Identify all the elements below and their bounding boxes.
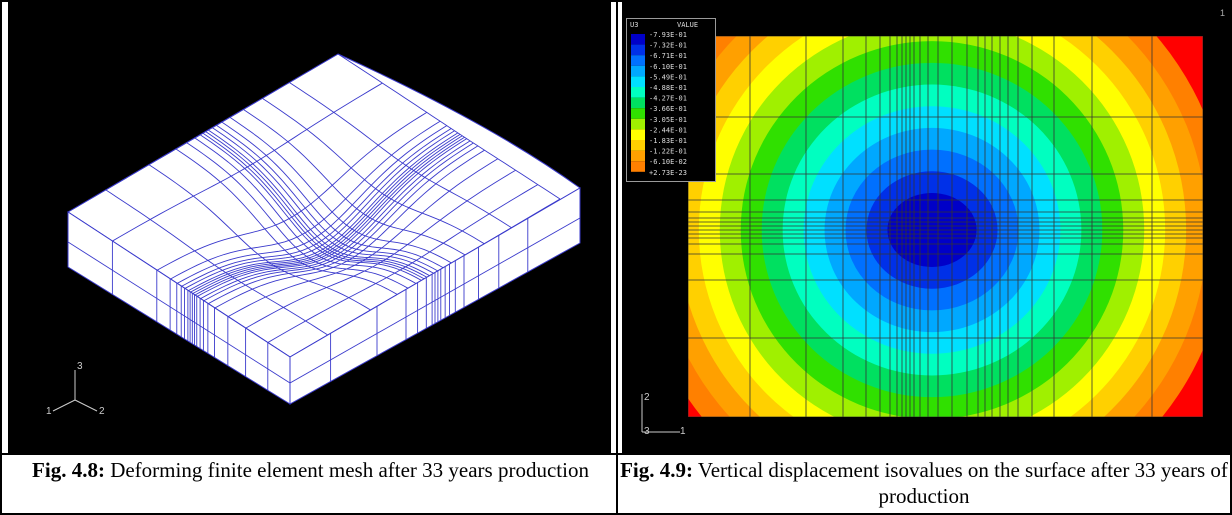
legend-value: -4.27E-01 <box>649 95 687 103</box>
contour-svg: 1 2 1 3 <box>641 8 1225 437</box>
legend-swatch <box>631 108 645 119</box>
legend-value: -6.71E-01 <box>649 52 687 60</box>
axis-label-3-right: 3 <box>644 426 650 437</box>
legend-header: VALUE <box>677 21 698 29</box>
legend-value: -1.22E-01 <box>649 148 687 156</box>
table-border-left <box>0 0 2 515</box>
legend-swatch <box>631 97 645 109</box>
caption-fig-4-9: Fig. 4.9: Vertical displacement isovalue… <box>620 457 1228 513</box>
contour-legend: U3 VALUE -7.93E-01 -7.32E-01 -6.71E-01 -6.1… <box>626 18 716 182</box>
legend-svg: U3 VALUE -7.93E-01 -7.32E-01 -6.71E-01 -6.1… <box>630 21 698 177</box>
mesh-top-surface <box>67 53 581 358</box>
axis-label-2-right: 2 <box>644 392 650 403</box>
legend-value: -3.05E-01 <box>649 116 687 124</box>
legend-swatch <box>631 129 645 140</box>
caption-text: Deforming finite element mesh after 33 y… <box>104 458 589 482</box>
legend-value: -6.10E-02 <box>649 158 687 166</box>
caption-text: Vertical displacement isovalues on the s… <box>693 458 1228 508</box>
axis-triad <box>52 370 98 412</box>
axis-label-1: 1 <box>46 406 52 417</box>
frame-number: 1 <box>1220 8 1225 18</box>
legend-swatch <box>631 140 645 151</box>
legend-swatch <box>631 150 645 162</box>
deformed-mesh-figure: 3 1 2 <box>8 2 611 453</box>
table-border-right <box>1230 0 1232 515</box>
mesh-svg: 3 1 2 <box>46 53 581 417</box>
legend-variable: U3 <box>630 21 638 29</box>
legend-swatch <box>631 44 645 56</box>
axis-label-1-right: 1 <box>680 426 686 437</box>
caption-label: Fig. 4.8: <box>32 458 105 482</box>
legend-value: -2.44E-01 <box>649 126 687 134</box>
legend-swatch <box>631 118 645 130</box>
legend-swatch <box>631 76 645 87</box>
table-border-center <box>616 0 618 515</box>
legend-value: -3.66E-01 <box>649 105 687 113</box>
mesh-lines <box>68 54 580 404</box>
contour-fill <box>688 36 1203 417</box>
caption-label: Fig. 4.9: <box>620 458 693 482</box>
legend-value: -7.93E-01 <box>649 31 687 39</box>
legend-value: -4.88E-01 <box>649 84 687 92</box>
axis-label-2: 2 <box>99 406 105 417</box>
legend-value: -6.10E-01 <box>649 63 687 71</box>
legend-swatch <box>631 34 645 45</box>
legend-value: -7.32E-01 <box>649 42 687 50</box>
legend-swatch <box>631 65 645 77</box>
contour-mesh-grid <box>688 36 1203 417</box>
legend-swatch <box>631 161 645 172</box>
axis-label-3: 3 <box>77 361 83 372</box>
legend-value: -1.83E-01 <box>649 137 687 145</box>
legend-value: -5.49E-01 <box>649 73 687 81</box>
axis-triad-right <box>641 394 680 433</box>
legend-value: +2.73E-23 <box>649 169 687 177</box>
caption-fig-4-8: Fig. 4.8: Deforming finite element mesh … <box>8 457 613 513</box>
legend-swatch <box>631 87 645 98</box>
legend-swatch <box>631 55 645 66</box>
displacement-contour-figure: 1 2 1 3 U3 VALUE -7.93E-01 -7.32E-01 -6.71… <box>622 2 1230 453</box>
